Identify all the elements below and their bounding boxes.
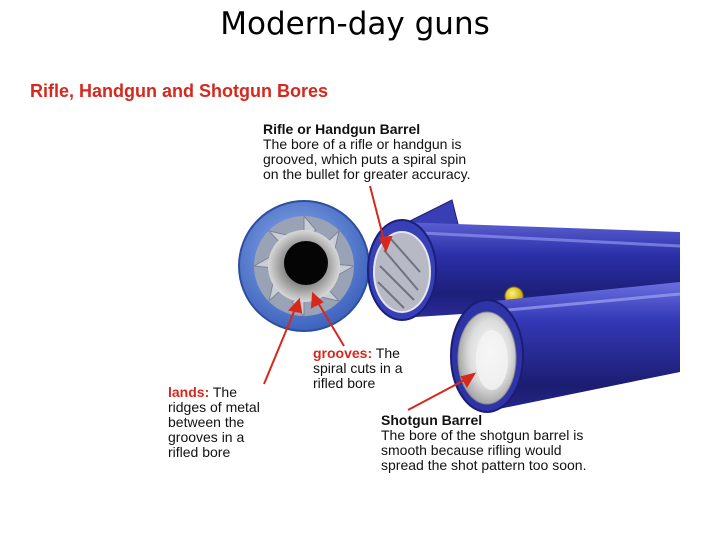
rifle-bore-end-view [238, 200, 370, 332]
lands-line-1: ridges of metal [168, 399, 260, 415]
lands-leader-arrow [288, 297, 303, 314]
shotgun-line-1: The bore of the shotgun barrel is [381, 427, 584, 443]
shotgun-line-2: smooth because rifling would [381, 442, 562, 458]
rifle-barrel [367, 199, 681, 321]
shotgun-leader-arrow [460, 372, 477, 389]
rifle-leader-arrow [378, 235, 393, 253]
lands-first: The [209, 384, 237, 400]
rifle-line-1: The bore of a rifle or handgun is [263, 136, 462, 152]
grooves-callout: grooves: The spiral cuts in a rifled bor… [313, 346, 423, 391]
grooves-line-2: rifled bore [313, 375, 376, 391]
shotgun-barrel [450, 282, 681, 413]
grooves-leader-arrow [310, 291, 324, 309]
slide-title: Modern-day guns [220, 6, 490, 42]
grooves-first: The [372, 345, 400, 361]
rifle-line-2: grooved, which puts a spiral spin [263, 151, 467, 167]
figure-title: Rifle, Handgun and Shotgun Bores [30, 81, 328, 101]
lands-line-3: grooves in a [168, 429, 245, 445]
lands-callout: lands: The ridges of metal between the g… [168, 385, 288, 460]
grooves-term: grooves: [313, 345, 373, 361]
lands-line-2: between the [168, 414, 245, 430]
rifle-line-3: on the bullet for greater accuracy. [263, 166, 471, 182]
grooves-line-1: spiral cuts in a [313, 360, 403, 376]
shotgun-leader [407, 375, 473, 411]
rifle-barrel-heading: Rifle or Handgun Barrel [263, 121, 421, 137]
lands-term: lands: [168, 384, 210, 400]
shotgun-line-3: spread the shot pattern too soon. [381, 457, 587, 473]
lands-line-4: rifled bore [168, 444, 231, 460]
shotgun-barrel-callout: Shotgun Barrel The bore of the shotgun b… [381, 413, 641, 473]
leader-lines [263, 185, 477, 411]
rifle-barrel-callout: Rifle or Handgun Barrel The bore of a ri… [263, 122, 523, 182]
lands-leader [263, 301, 299, 385]
shotgun-barrel-heading: Shotgun Barrel [381, 412, 483, 428]
